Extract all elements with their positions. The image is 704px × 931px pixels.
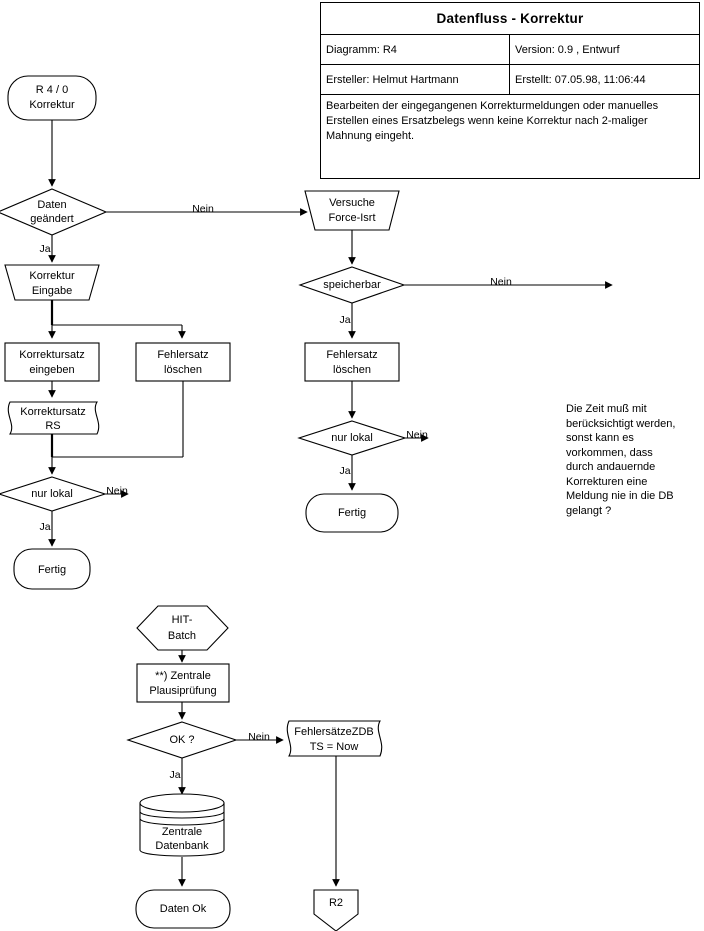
edge-label-nein-daten-geaendert: Nein xyxy=(192,203,214,215)
node-nur-lokal-left[interactable]: nur lokal xyxy=(0,476,107,512)
edge-label-ja-nur-lokal-left: Ja xyxy=(39,521,50,533)
edge-label-ja-daten-geaendert: Ja xyxy=(39,243,50,255)
node-daten-ok-label: Daten Ok xyxy=(160,903,207,915)
edge-label-ja-nur-lokal-mid: Ja xyxy=(339,465,350,477)
diagram-title-block: Datenfluss - Korrektur Diagramm: R4 Vers… xyxy=(320,2,700,179)
node-hit-batch-line2: Batch xyxy=(168,630,196,642)
node-start-line2: Korrektur xyxy=(29,99,75,111)
node-fehlersatz-loeschen-left-line1: Fehlersatz xyxy=(157,349,208,361)
node-start-line1: R 4 / 0 xyxy=(36,84,68,96)
node-ok-check[interactable]: OK ? xyxy=(126,721,238,759)
diagram-title: Datenfluss - Korrektur xyxy=(436,11,584,26)
node-nur-lokal-mid-label: nur lokal xyxy=(331,432,373,444)
node-plausipruefung-line1: **) Zentrale xyxy=(155,670,211,682)
node-korrektursatz-rs-line1: Korrektursatz xyxy=(20,406,85,418)
node-korrektursatz-eingeben[interactable]: Korrektursatz eingeben xyxy=(4,342,100,382)
node-fehlersaetze-zdb-line1: FehlersätzeZDB xyxy=(294,726,373,738)
side-note: Die Zeit muß mit berücksichtigt werden, … xyxy=(566,403,676,517)
node-speicherbar-label: speicherbar xyxy=(323,279,381,291)
node-fehlersaetze-zdb-line2: TS = Now xyxy=(310,741,359,753)
node-fehlersatz-loeschen-mid-line1: Fehlersatz xyxy=(326,349,377,361)
node-fertig-left[interactable]: Fertig xyxy=(13,548,91,590)
node-ok-check-label: OK ? xyxy=(169,734,194,746)
node-korrektur-eingabe-line1: Korrektur xyxy=(29,270,75,282)
node-korrektur-eingabe-line2: Eingabe xyxy=(32,285,72,297)
node-zentrale-datenbank-line2: Datenbank xyxy=(155,840,209,852)
node-korrektursatz-rs[interactable]: Korrektursatz RS xyxy=(7,401,100,435)
node-fehlersatz-loeschen-left-line2: löschen xyxy=(164,364,202,376)
node-versuche-force-line2: Force-Isrt xyxy=(328,212,375,224)
node-korrektur-eingabe[interactable]: Korrektur Eingabe xyxy=(4,264,100,301)
meta-row-1: Diagramm: R4 Version: 0.9 , Entwurf xyxy=(321,35,699,65)
title-row: Datenfluss - Korrektur xyxy=(321,3,699,35)
version-cell: Version: 0.9 , Entwurf xyxy=(515,43,620,56)
node-start[interactable]: R 4 / 0 Korrektur xyxy=(7,75,97,121)
node-fehlersatz-loeschen-mid[interactable]: Fehlersatz löschen xyxy=(304,342,400,382)
node-korrektursatz-eingeben-line2: eingeben xyxy=(29,364,74,376)
edge-label-ja-ok-check: Ja xyxy=(169,769,180,781)
meta-row-2: Ersteller: Helmut Hartmann Erstellt: 07.… xyxy=(321,65,699,95)
node-versuche-force-isrt[interactable]: Versuche Force-Isrt xyxy=(304,190,400,231)
node-nur-lokal-left-label: nur lokal xyxy=(31,488,73,500)
node-korrektursatz-eingeben-line1: Korrektursatz xyxy=(19,349,84,361)
node-versuche-force-line1: Versuche xyxy=(329,197,375,209)
node-hit-batch-line1: HIT- xyxy=(172,614,193,626)
diagram-id-cell: Diagramm: R4 xyxy=(321,35,510,64)
node-nur-lokal-mid[interactable]: nur lokal xyxy=(297,420,407,456)
edge-label-nein-ok-check: Nein xyxy=(248,731,270,743)
node-fehlersaetze-zdb[interactable]: FehlersätzeZDB TS = Now xyxy=(286,720,383,757)
node-zentrale-datenbank[interactable]: Zentrale Datenbank xyxy=(139,793,225,857)
node-daten-ok[interactable]: Daten Ok xyxy=(135,889,231,929)
node-fertig-mid-label: Fertig xyxy=(338,507,366,519)
node-fertig-left-label: Fertig xyxy=(38,564,66,576)
edge-label-nein-nur-lokal-left: Nein xyxy=(106,485,128,497)
edge-label-nein-speicherbar: Nein xyxy=(490,276,512,288)
node-daten-geaendert-line1: Daten xyxy=(37,199,66,211)
author-cell: Ersteller: Helmut Hartmann xyxy=(321,65,510,94)
node-fehlersatz-loeschen-mid-line2: löschen xyxy=(333,364,371,376)
node-fehlersatz-loeschen-left[interactable]: Fehlersatz löschen xyxy=(135,342,231,382)
node-zentrale-datenbank-line1: Zentrale xyxy=(162,826,202,838)
node-r2-connector[interactable]: R2 xyxy=(313,889,359,931)
node-daten-geaendert-line2: geändert xyxy=(30,213,73,225)
created-cell: Erstellt: 07.05.98, 11:06:44 xyxy=(515,73,646,86)
node-r2-label: R2 xyxy=(329,897,343,909)
node-fertig-mid[interactable]: Fertig xyxy=(305,493,399,533)
node-plausipruefung-line2: Plausiprüfung xyxy=(149,685,216,697)
edge-label-nein-nur-lokal-mid: Nein xyxy=(406,429,428,441)
node-zentrale-plausipruefung[interactable]: **) Zentrale Plausiprüfung xyxy=(136,663,230,703)
edge-label-ja-speicherbar: Ja xyxy=(339,314,350,326)
description-cell: Bearbeiten der eingegangenen Korrekturme… xyxy=(326,100,659,142)
node-daten-geaendert[interactable]: Daten geändert xyxy=(0,188,108,236)
node-korrektursatz-rs-line2: RS xyxy=(45,420,60,432)
node-hit-batch[interactable]: HIT- Batch xyxy=(136,605,229,651)
node-speicherbar[interactable]: speicherbar xyxy=(298,266,406,304)
